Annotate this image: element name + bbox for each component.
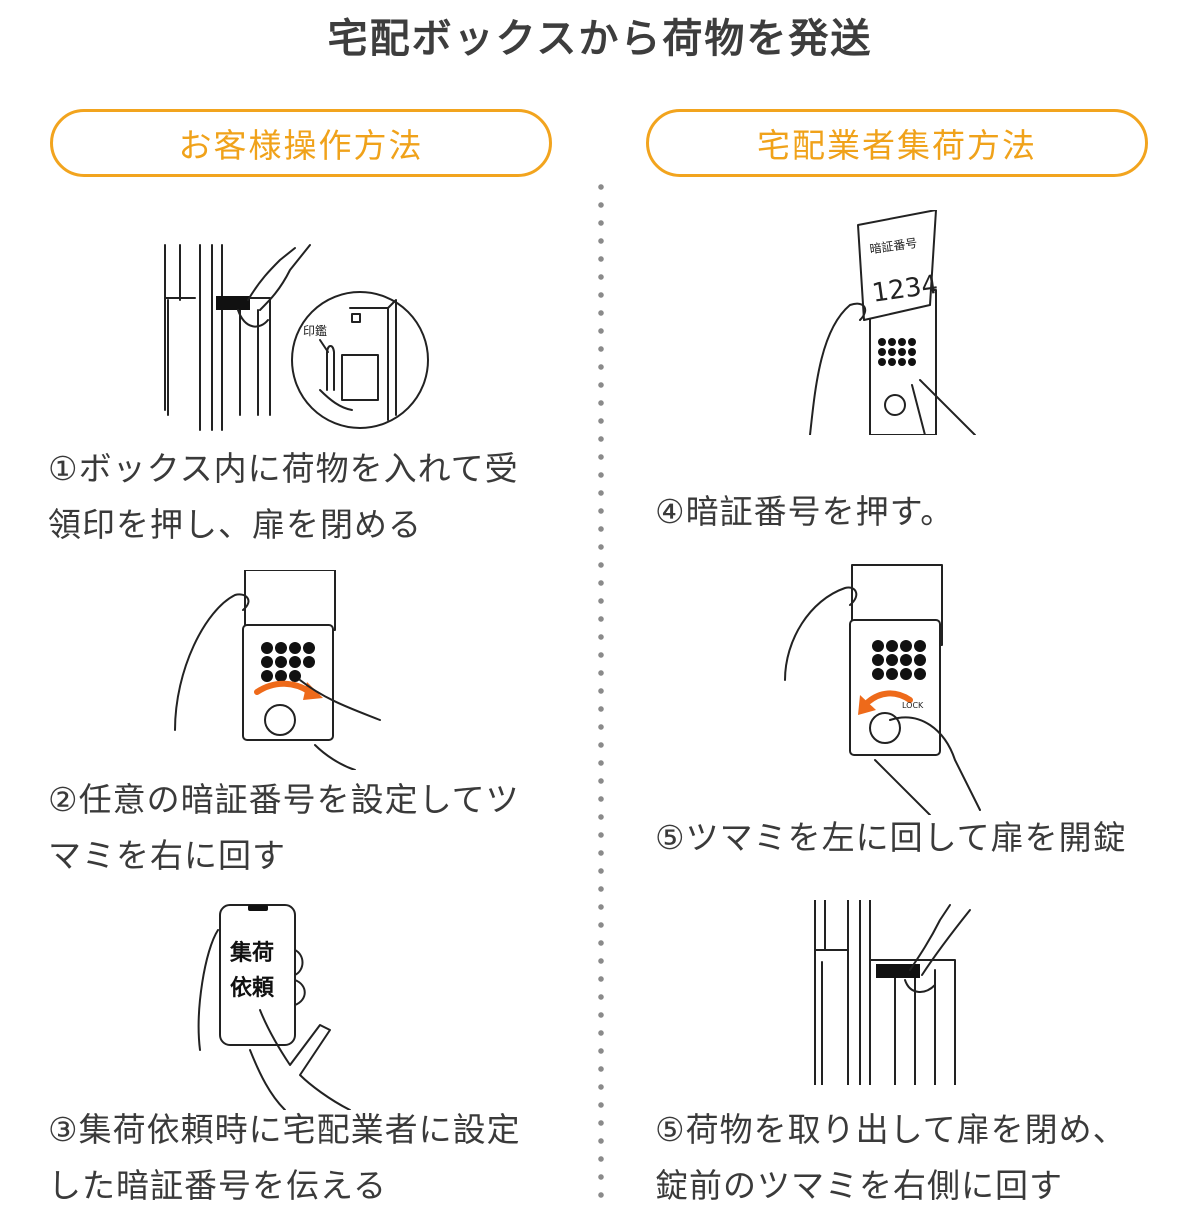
step-2-line2: マミを右に回す	[48, 836, 286, 875]
customer-section-header: お客様操作方法	[50, 109, 552, 177]
step-2-text: ②任意の暗証番号を設定してツ マミを右に回す	[48, 772, 520, 884]
step-1-line2: 領印を押し、扉を閉める	[48, 505, 422, 544]
illustration-stamp-box: 印鑑	[164, 244, 429, 431]
phone-label-line2: 依頼	[230, 975, 275, 1001]
step-3-line1: ③集荷依頼時に宅配業者に設定	[48, 1110, 521, 1149]
step-5-text: ⑤ツマミを左に回して扉を開錠	[655, 810, 1127, 866]
keypad	[261, 642, 315, 682]
step-4-text: ④暗証番号を押す。	[655, 484, 954, 540]
illustration-keypad-right	[174, 570, 381, 770]
page-title: 宅配ボックスから荷物を発送	[327, 16, 873, 62]
step-6-text: ⑤荷物を取り出して扉を閉め、 錠前のツマミを右側に回す	[655, 1102, 1127, 1214]
paper-title: 暗証番号	[869, 235, 919, 257]
step-6-line2: 錠前のツマミを右側に回す	[655, 1166, 1063, 1205]
phone-label-line1: 集荷	[229, 940, 274, 966]
step-2-line1: ②任意の暗証番号を設定してツ	[48, 780, 520, 819]
illustration-box-close	[814, 900, 971, 1085]
stamp-label: 印鑑	[303, 323, 327, 338]
step-4-line1: ④暗証番号を押す。	[655, 492, 955, 531]
step-5-line1: ⑤ツマミを左に回して扉を開錠	[655, 818, 1127, 857]
lock-label: LOCK	[902, 701, 924, 710]
step-1-line1: ①ボックス内に荷物を入れて受	[48, 449, 519, 488]
step-3-line2: した暗証番号を伝える	[48, 1166, 388, 1205]
illustration-code-paper: 暗証番号 1234	[809, 210, 976, 435]
step-6-line1: ⑤荷物を取り出して扉を閉め、	[655, 1110, 1127, 1149]
courier-section-header: 宅配業者集荷方法	[646, 109, 1148, 177]
dotted-divider	[598, 178, 604, 1200]
illustration-phone: 集荷 依頼	[197, 904, 351, 1110]
step-1-text: ①ボックス内に荷物を入れて受 領印を押し、扉を閉める	[48, 441, 519, 553]
illustration-keypad-left: LOCK	[784, 564, 981, 815]
keypad-large	[872, 640, 926, 680]
keypad-small	[878, 338, 916, 366]
step-3-text: ③集荷依頼時に宅配業者に設定 した暗証番号を伝える	[48, 1102, 521, 1214]
